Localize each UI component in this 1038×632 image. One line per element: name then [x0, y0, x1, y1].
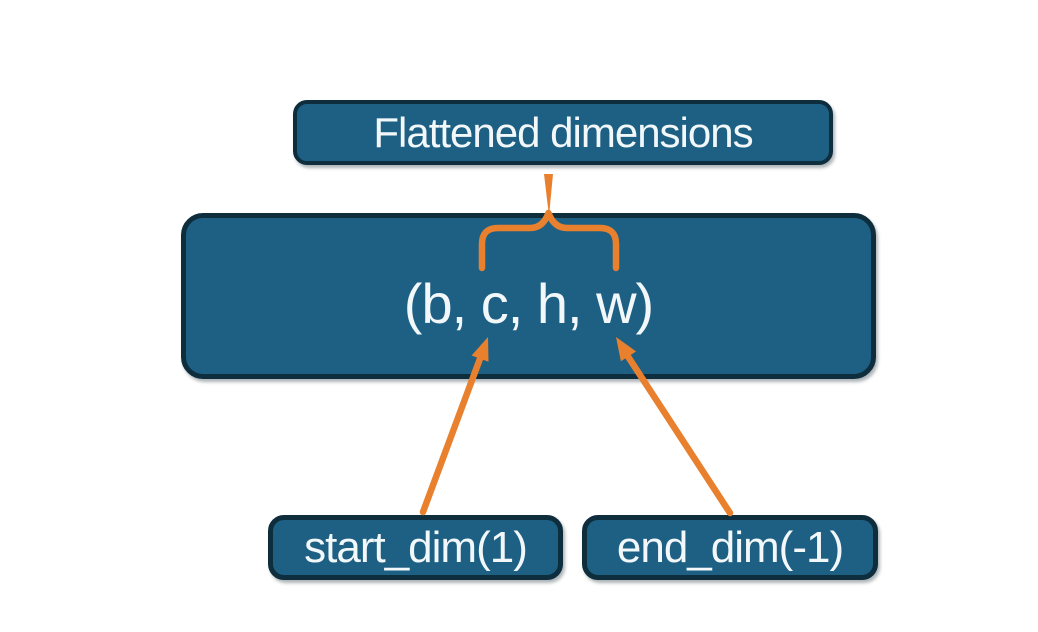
start-dim-label: start_dim(1) [304, 522, 528, 572]
node-tensor-shape: (b, c, h, w) [181, 213, 876, 379]
node-start-dim: start_dim(1) [268, 515, 563, 580]
node-flattened-dimensions: Flattened dimensions [293, 100, 833, 165]
tensor-shape-label: (b, c, h, w) [403, 271, 654, 335]
end-dim-label: end_dim(-1) [616, 522, 844, 572]
flattened-dimensions-label: Flattened dimensions [373, 108, 753, 156]
node-end-dim: end_dim(-1) [582, 515, 878, 580]
brace-stem-icon [544, 174, 553, 216]
